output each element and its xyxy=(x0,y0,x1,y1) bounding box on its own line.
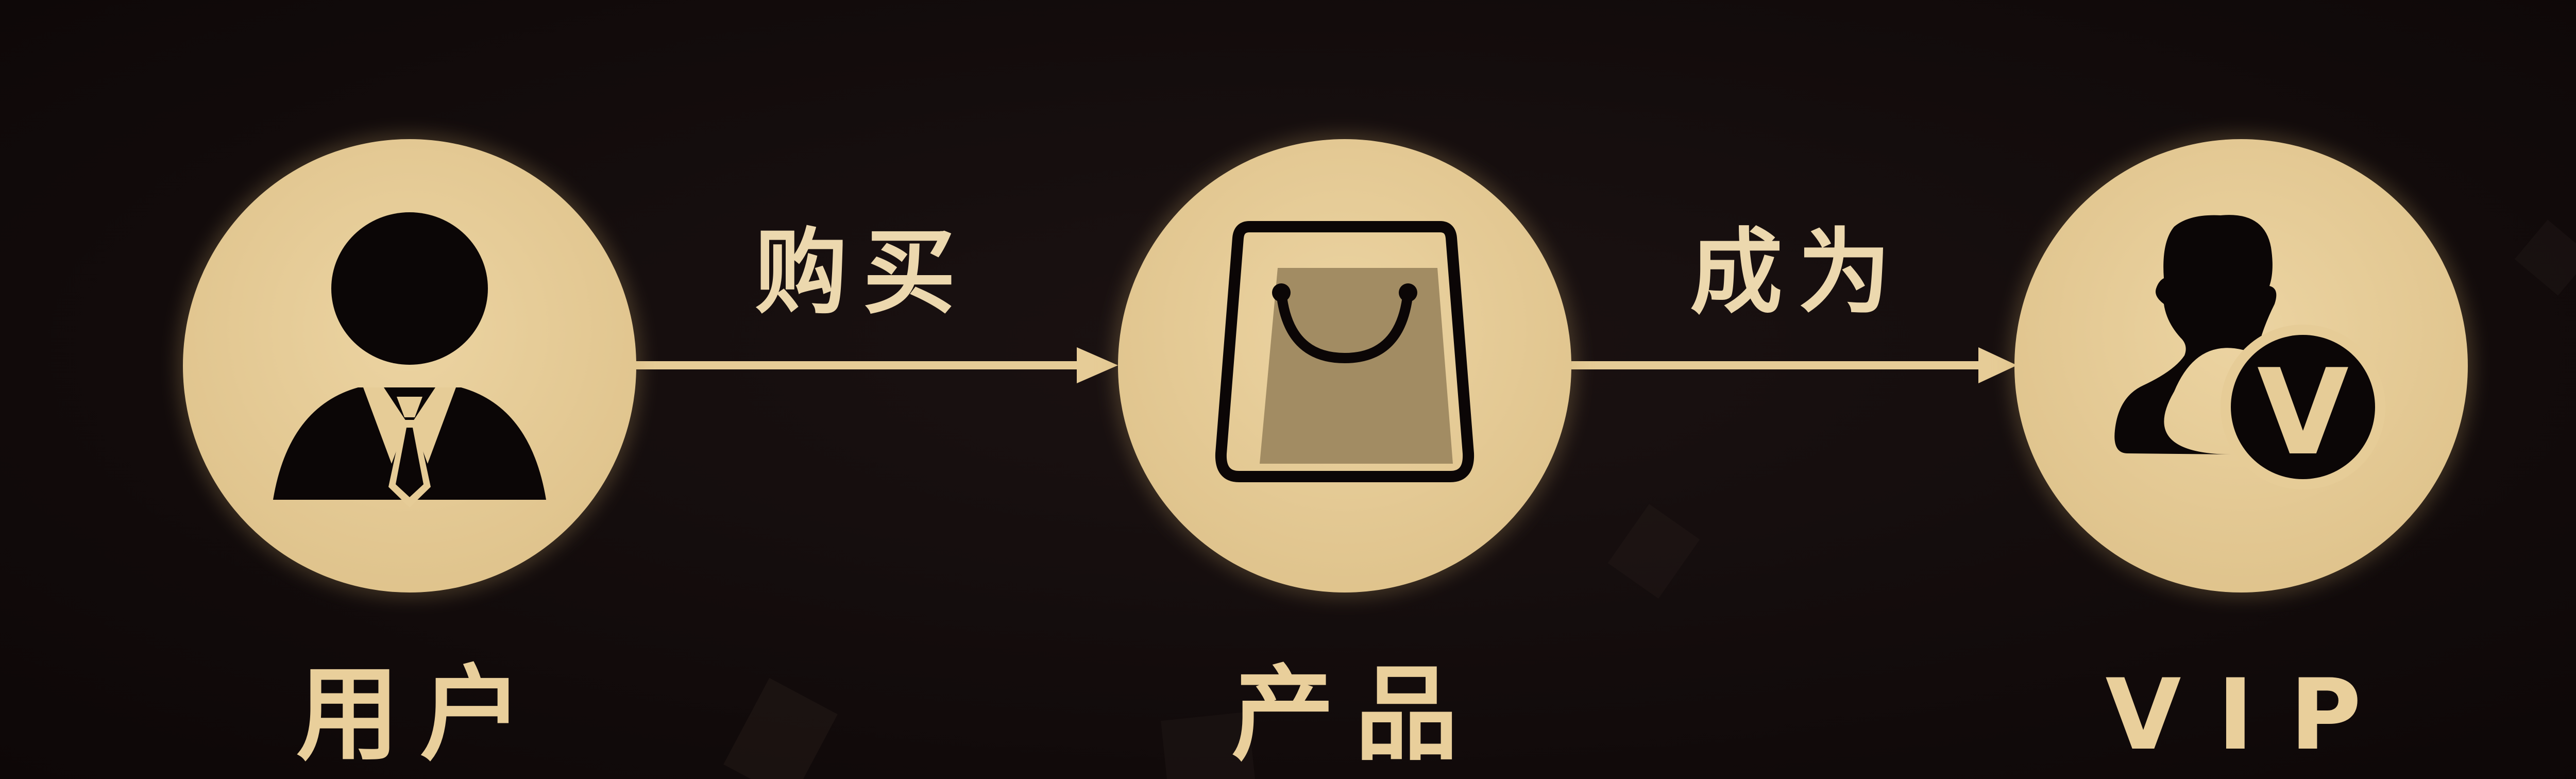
vip-user-icon: V xyxy=(2114,215,2385,489)
node-vip: V xyxy=(2009,134,2473,598)
user-icon xyxy=(273,212,546,507)
node-user xyxy=(178,134,641,598)
vip-badge-letter: V xyxy=(2257,344,2349,482)
node-label-user: 用户 xyxy=(296,655,544,775)
edge-arrow-become xyxy=(1571,347,2017,383)
shopping-bag-icon xyxy=(1215,221,1475,482)
edge-label-become: 成为 xyxy=(1689,219,1906,327)
node-product xyxy=(1113,134,1577,598)
edge-label-buy: 购买 xyxy=(754,219,971,327)
node-label-vip: VIP xyxy=(2105,658,2398,772)
edge-arrow-buy xyxy=(631,347,1118,383)
node-label-product: 产品 xyxy=(1231,655,1479,775)
background-decoration xyxy=(723,219,2576,779)
